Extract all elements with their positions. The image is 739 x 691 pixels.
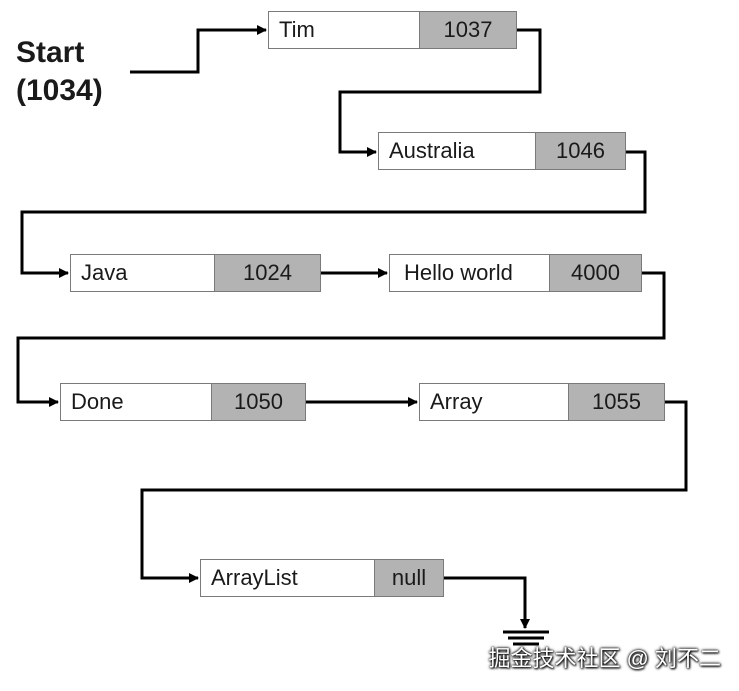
list-node-arraylist: ArrayList null [200,559,444,597]
node-value: Australia [379,133,536,169]
start-title: Start [16,36,85,69]
hello-to-done-arrow [16,271,666,407]
start-label: Start (1034) [16,34,103,110]
list-node-done: Done 1050 [60,383,306,421]
node-value: Tim [269,12,420,48]
node-next-pointer: 1055 [569,384,664,420]
list-node-array: Array 1055 [419,383,665,421]
node-next-pointer: 4000 [550,255,641,291]
list-node-australia: Australia 1046 [378,132,626,170]
node-next-pointer: 1046 [536,133,625,169]
node-value: ArrayList [201,560,375,596]
arraylist-to-null-arrow [444,576,530,629]
node-value: Hello world [390,255,550,291]
node-next-pointer: null [375,560,443,596]
node-value: Java [71,255,215,291]
australia-to-java-arrow [20,150,647,278]
list-node-hello-world: Hello world 4000 [389,254,642,292]
node-value: Array [420,384,569,420]
node-next-pointer: 1050 [212,384,305,420]
array-to-arraylist-arrow [140,400,688,583]
start-to-tim-arrow [130,25,267,74]
node-value: Done [61,384,212,420]
node-next-pointer: 1037 [420,12,516,48]
start-address: (1034) [16,74,103,107]
list-node-tim: Tim 1037 [268,11,517,49]
tim-to-australia-arrow [338,28,542,157]
ground-symbol [503,630,549,646]
list-node-java: Java 1024 [70,254,321,292]
node-next-pointer: 1024 [215,255,320,291]
watermark-text: 掘金技术社区 @ 刘不二 [488,646,721,671]
